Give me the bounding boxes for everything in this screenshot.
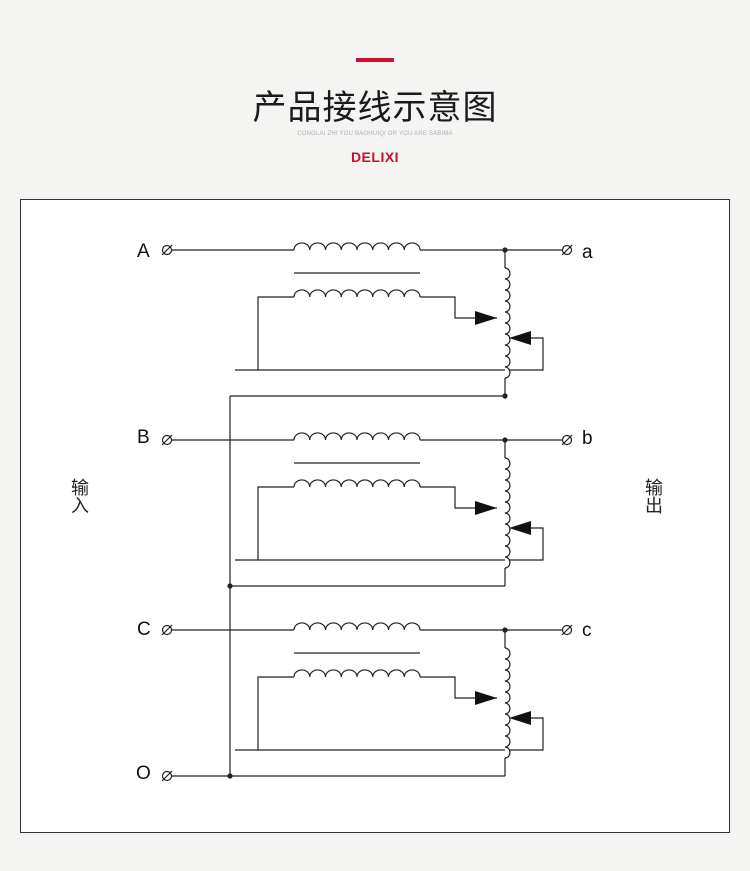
phase-c-output-terminal-slash [561,624,573,636]
phase-a-input-terminal-slash [161,244,173,256]
terminal-label-a: a [582,242,593,263]
neutral-input-terminal-slash [161,770,173,782]
phase-b-series-coil [293,432,421,441]
phase-a-brush-arrow [509,331,531,345]
phase-b-output-terminal-slash [561,434,573,446]
phase-a-output-terminal-slash [561,244,573,256]
phase-a-tap-arrow-in [475,311,497,325]
wiring-diagram-frame [20,199,730,833]
phase-b-input-terminal-slash [161,434,173,446]
phase-a-secondary-loop-left [235,296,294,371]
phase-b-tap-arrow-in [475,501,497,515]
phase-c-input-terminal-slash [161,624,173,636]
phase-c-tap-winding [504,647,511,759]
page-subtitle: CONGLAI ZHI YOU BAOHUIQI OR YOU ARE SABI… [297,131,453,137]
phase-a-secondary-coil [293,289,421,298]
phase-b-secondary-loop-left [235,486,294,561]
phase-c-series-coil [293,622,421,631]
phase-b-brush-arrow [509,521,531,535]
terminal-label-B: B [137,427,150,448]
terminal-label-C: C [137,619,151,640]
phase-c-brush-loop [509,717,544,751]
phase-c-brush-arrow [509,711,531,725]
terminal-label-O: O [136,763,151,784]
terminal-label-c: c [582,620,592,641]
input-side-label: 输入 [68,478,89,514]
terminal-label-b: b [582,428,593,449]
phase-c-secondary-loop-left [235,676,294,751]
phase-b-tap-winding [504,457,511,569]
phase-c-secondary-coil [293,669,421,678]
title-accent-bar [356,58,394,62]
phase-c-tap-arrow-in [475,691,497,705]
phase-a-brush-loop [509,337,544,371]
phase-a-tap-winding [504,267,511,379]
page-title: 产品接线示意图 [252,88,498,128]
neutral-junction-a [502,393,508,399]
brand-logo: DELIXI [350,149,400,165]
phase-a-series-coil [293,242,421,251]
phase-b-brush-loop [509,527,544,561]
terminal-label-A: A [137,241,150,262]
output-side-label: 输出 [642,478,663,514]
phase-b-secondary-coil [293,479,421,488]
